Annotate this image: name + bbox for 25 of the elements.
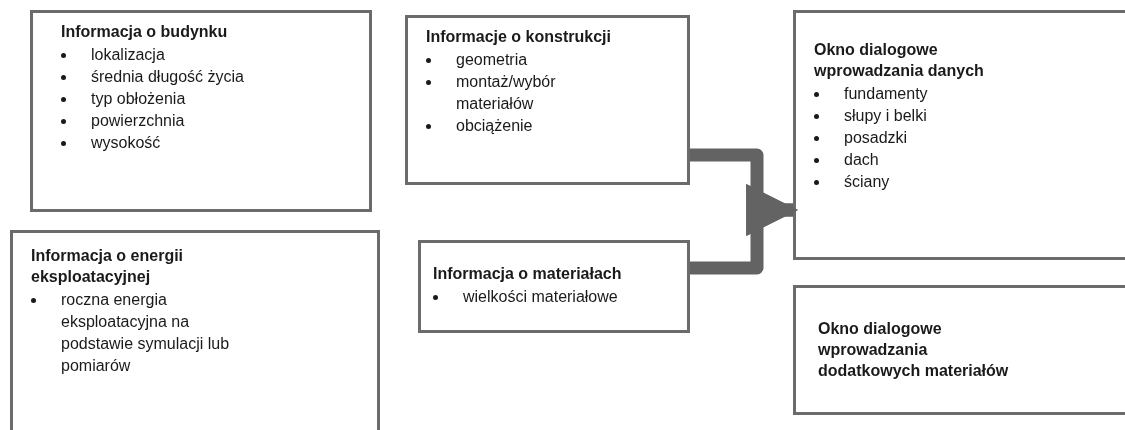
bullet-item: obciążenie xyxy=(456,116,533,136)
bullet-item: średnia długość życia xyxy=(91,67,244,87)
bullet-item: typ obłożenia xyxy=(91,89,186,109)
info-box xyxy=(418,240,690,333)
info-box xyxy=(793,10,1125,260)
bullet-item: roczna energia eksploatacyjna na podstawie symulacji lub pomiarów xyxy=(61,290,231,376)
info-box xyxy=(405,15,690,185)
bullet-item: wysokość xyxy=(91,133,161,153)
box-heading: Informacje o konstrukcji xyxy=(426,27,612,47)
bullet-item: wielkości materiałowe xyxy=(463,287,618,307)
box-heading: Okno dialogowe wprowadzania dodatkowych materiałów xyxy=(818,319,1010,381)
bullet-item: powierzchnia xyxy=(91,111,185,131)
bullet-item: fundamenty xyxy=(844,84,928,104)
box-heading: Informacja o budynku xyxy=(61,22,229,42)
info-box xyxy=(30,10,372,212)
bullet-item: dach xyxy=(844,150,879,170)
info-box xyxy=(793,285,1125,415)
bullet-item: lokalizacja xyxy=(91,45,165,65)
info-box xyxy=(10,230,380,430)
bullet-item: słupy i belki xyxy=(844,106,927,126)
arrow xyxy=(690,184,799,275)
box-heading: Informacja o materiałach xyxy=(433,264,623,284)
bullet-item: ściany xyxy=(844,172,890,192)
bullet-item: geometria xyxy=(456,50,528,70)
bullet-item: posadzki xyxy=(844,128,908,148)
